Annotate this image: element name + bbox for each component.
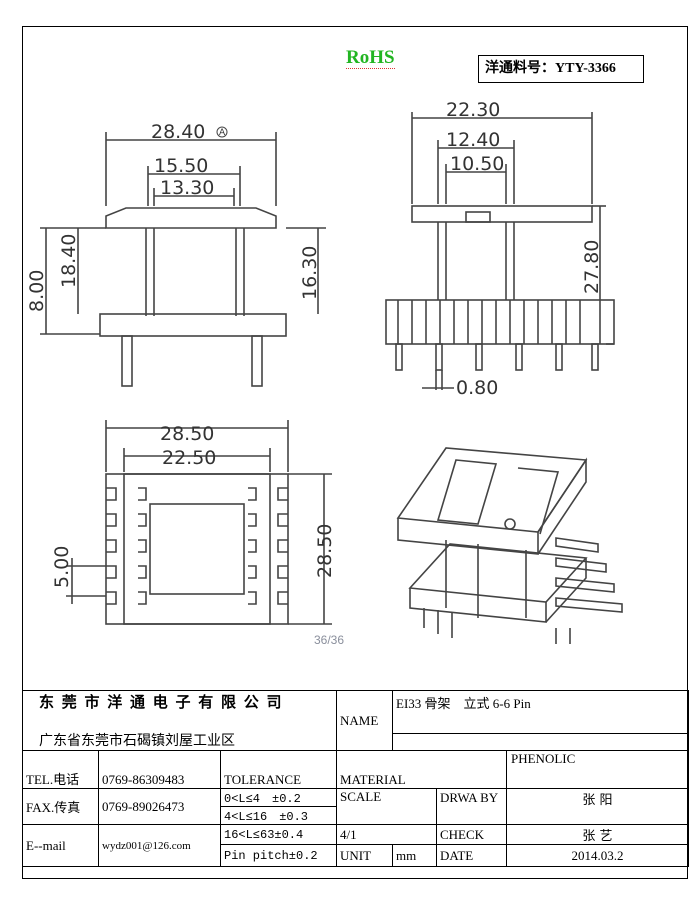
name-value: EI33 骨架 立式 6-6 Pin bbox=[392, 689, 689, 735]
tolerance-label: TOLERANCE bbox=[220, 750, 337, 789]
drawn-value: 张 阳 bbox=[506, 788, 689, 825]
dim-l: 28.50 bbox=[160, 423, 214, 445]
drawn-label: DRWA BY bbox=[436, 788, 507, 825]
tel-label: TEL.电话 bbox=[22, 750, 99, 789]
dim-c: 13.30 bbox=[160, 177, 214, 199]
pin-pitch: Pin pitch±0.2 bbox=[220, 844, 337, 867]
isometric-view bbox=[396, 447, 623, 644]
tolerance-1: 0<L≤4 ±0.2 bbox=[220, 788, 337, 807]
page-indicator: 36/36 bbox=[314, 633, 344, 647]
fax-value: 0769-89026473 bbox=[98, 788, 221, 825]
dim-i: 22.30 bbox=[446, 99, 500, 121]
tolerance-3: 16<L≤63±0.4 bbox=[220, 824, 337, 845]
tel-value: 0769-86309483 bbox=[98, 750, 221, 789]
rohs-mark: RoHS bbox=[346, 47, 395, 69]
bottom-view bbox=[66, 420, 332, 625]
company-name: 东 莞 市 洋 通 电 子 有 限 公 司 bbox=[39, 695, 284, 711]
dim-o: 28.50 bbox=[314, 524, 336, 578]
email-value: wydz001@126.com bbox=[98, 824, 221, 867]
dim-n: 5.00 bbox=[51, 546, 73, 588]
dim-f: 16.30 bbox=[299, 246, 321, 300]
dim-b: 15.50 bbox=[154, 155, 208, 177]
side-view bbox=[385, 112, 615, 390]
check-label: CHECK bbox=[436, 824, 507, 845]
unit-value: mm bbox=[392, 844, 437, 867]
part-number: 洋通料号：YTY-3366 bbox=[478, 55, 644, 83]
scale-value: 4/1 bbox=[336, 824, 437, 845]
material-value: PHENOLIC bbox=[506, 750, 689, 789]
check-value: 张 艺 bbox=[506, 824, 689, 845]
front-view bbox=[40, 132, 326, 387]
material-label: MATERIAL bbox=[336, 750, 507, 789]
date-value: 2014.03.2 bbox=[506, 844, 689, 867]
title-block: 东 莞 市 洋 通 电 子 有 限 公 司 广东省东莞市石碣镇刘屋工业区 NAM… bbox=[22, 689, 689, 867]
dim-g: 27.80 bbox=[581, 240, 603, 294]
dim-m: 22.50 bbox=[162, 447, 216, 469]
label-a: A bbox=[219, 128, 226, 138]
unit-label: UNIT bbox=[336, 844, 393, 867]
dim-h: 0.80 bbox=[456, 377, 498, 399]
email-label: E--mail bbox=[22, 824, 99, 867]
company-address: 广东省东莞市石碣镇刘屋工业区 bbox=[39, 733, 235, 749]
drawing-frame bbox=[22, 26, 688, 879]
tolerance-2: 4<L≤16 ±0.3 bbox=[220, 806, 337, 825]
dim-a: 28.40 bbox=[151, 121, 205, 143]
technical-drawing: 28.40 A 15.50 13.30 8.00 18.40 16.30 22.… bbox=[26, 99, 623, 647]
dim-j: 12.40 bbox=[446, 129, 500, 151]
dim-d: 18.40 bbox=[58, 234, 80, 288]
date-label: DATE bbox=[436, 844, 507, 867]
scale-label: SCALE bbox=[336, 788, 437, 825]
name-label: NAME bbox=[336, 690, 393, 751]
dim-k: 10.50 bbox=[450, 153, 504, 175]
dim-e: 8.00 bbox=[26, 270, 48, 312]
fax-label: FAX.传真 bbox=[22, 788, 99, 825]
